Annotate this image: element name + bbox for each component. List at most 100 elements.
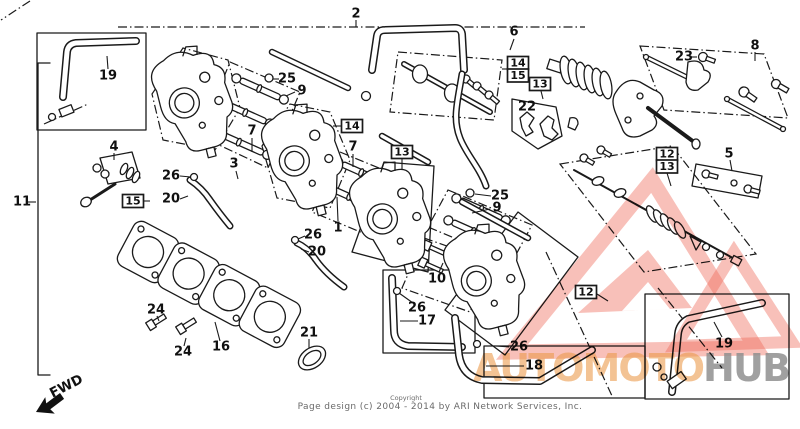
part-number: 13	[659, 160, 674, 173]
clamp-26	[472, 339, 482, 349]
part-number: 24	[174, 345, 192, 360]
part-label-14-21[interactable]: 14	[502, 55, 530, 71]
seal-ring-21	[297, 345, 327, 371]
part-label-20-16[interactable]: 20	[300, 245, 326, 260]
part-label-1-14[interactable]: 1	[333, 196, 343, 236]
part-number: 20	[162, 192, 180, 207]
part-label-13-23[interactable]: 13	[528, 76, 552, 100]
leader-line	[179, 195, 189, 200]
label-box	[121, 193, 145, 209]
fuel-pipe-assembly-6	[401, 61, 501, 115]
leader-line	[183, 337, 187, 347]
part-label-13-29[interactable]: 13	[655, 159, 679, 174]
part-number: 24	[147, 303, 165, 318]
ring-25	[264, 73, 274, 83]
linkage-bracket	[612, 79, 664, 138]
leader-line	[297, 235, 306, 240]
part-label-20-8[interactable]: 20	[162, 192, 189, 207]
jet-tube	[231, 73, 290, 105]
part-label-8-26[interactable]: 8	[750, 39, 760, 62]
part-number: 8	[750, 39, 759, 54]
part-label-21-34[interactable]: 21	[300, 326, 318, 349]
part-number: 14	[344, 120, 360, 133]
leader-line	[474, 193, 492, 197]
copyright-line2: Page design (c) 2004 - 2014 by ARI Netwo…	[298, 402, 583, 412]
hose19-box-topleft	[36, 32, 147, 131]
part-number: 22	[518, 100, 536, 115]
jet-tubes	[207, 73, 511, 274]
part-number: 20	[308, 245, 326, 260]
part-number: 1	[333, 221, 342, 236]
part-label-24-31[interactable]: 24	[147, 303, 165, 322]
part-number: 13	[532, 78, 547, 91]
leader-line	[729, 159, 733, 172]
label-box	[574, 284, 598, 300]
part-number: 7	[247, 124, 256, 139]
carb2-panel	[261, 103, 351, 209]
link-rods-8	[642, 51, 790, 133]
part-label-18-38[interactable]: 18	[486, 359, 543, 374]
part-label-26-35[interactable]: 26	[398, 292, 426, 316]
clamp-26	[392, 286, 402, 296]
leader-line	[235, 170, 239, 180]
part-label-7-13[interactable]: 7	[348, 140, 358, 168]
part-label-25-17[interactable]: 25	[474, 189, 509, 204]
part-label-11-9[interactable]: 11	[13, 195, 36, 210]
part-label-17-36[interactable]: 17	[400, 314, 436, 329]
part-label-22-24[interactable]: 22	[518, 100, 536, 115]
fitting-under-hose-box	[43, 103, 89, 125]
hose-2	[368, 24, 468, 74]
panel-12-line-a	[545, 251, 613, 397]
part-label-15-22[interactable]: 15	[506, 68, 530, 83]
part-number: 7	[348, 140, 357, 155]
part-label-16-33[interactable]: 16	[212, 321, 230, 355]
watermark-text-hub: HUB	[703, 346, 790, 390]
watermark-triangle-large	[496, 167, 770, 360]
drain-screw-kit-4	[80, 151, 141, 208]
leader-line	[540, 90, 544, 100]
bolt	[770, 78, 790, 94]
part-label-4-6[interactable]: 4	[109, 140, 119, 161]
part-label-25-2[interactable]: 25	[273, 72, 296, 87]
label-box	[390, 144, 414, 160]
part-label-3-5[interactable]: 3	[229, 157, 239, 180]
link-rod-panel-8	[639, 45, 789, 119]
label-box	[655, 159, 679, 174]
part-number: 13	[394, 146, 409, 159]
bell-crank	[685, 60, 711, 91]
part-number: 3	[229, 157, 238, 172]
part-label-10-19[interactable]: 10	[428, 262, 446, 287]
bolt-24	[175, 317, 197, 336]
part-label-9-3[interactable]: 9	[285, 84, 307, 99]
bolt	[738, 86, 758, 103]
part-label-2-1[interactable]: 2	[351, 7, 361, 28]
part-label-26-15[interactable]: 26	[297, 228, 322, 243]
ring-25	[465, 188, 475, 198]
part-label-24-32[interactable]: 24	[174, 337, 192, 360]
watermark-text: AUTOMOTOHUB	[473, 346, 790, 390]
part-number: 15	[510, 69, 525, 82]
part-label-19-0[interactable]: 19	[99, 55, 117, 84]
part-label-12-30[interactable]: 12	[574, 284, 609, 302]
leader-line	[398, 292, 414, 304]
part-label-5-27[interactable]: 5	[724, 147, 734, 172]
part-label-6-20[interactable]: 6	[509, 25, 519, 51]
part-number: 6	[509, 25, 518, 40]
part-label-7-4[interactable]: 7	[247, 124, 257, 153]
part-label-15-10[interactable]: 15	[121, 193, 151, 209]
part-label-14-11[interactable]: 14	[333, 118, 364, 134]
screw-23	[697, 51, 717, 64]
center-spring-linkage	[546, 55, 701, 150]
part-label-9-18[interactable]: 9	[471, 201, 502, 216]
label-box	[528, 76, 552, 92]
part-label-26-7[interactable]: 26	[162, 169, 192, 184]
bolt-24	[145, 313, 167, 332]
watermark: AUTOMOTOHUB	[473, 167, 800, 390]
part-label-23-25[interactable]: 23	[675, 50, 697, 65]
part-label-13-12[interactable]: 13	[390, 144, 414, 171]
assembly-11-bracket	[37, 62, 51, 376]
leader-line	[666, 172, 672, 187]
screw-kit-panel-5	[691, 163, 763, 199]
intake-manifold-16	[113, 217, 305, 352]
